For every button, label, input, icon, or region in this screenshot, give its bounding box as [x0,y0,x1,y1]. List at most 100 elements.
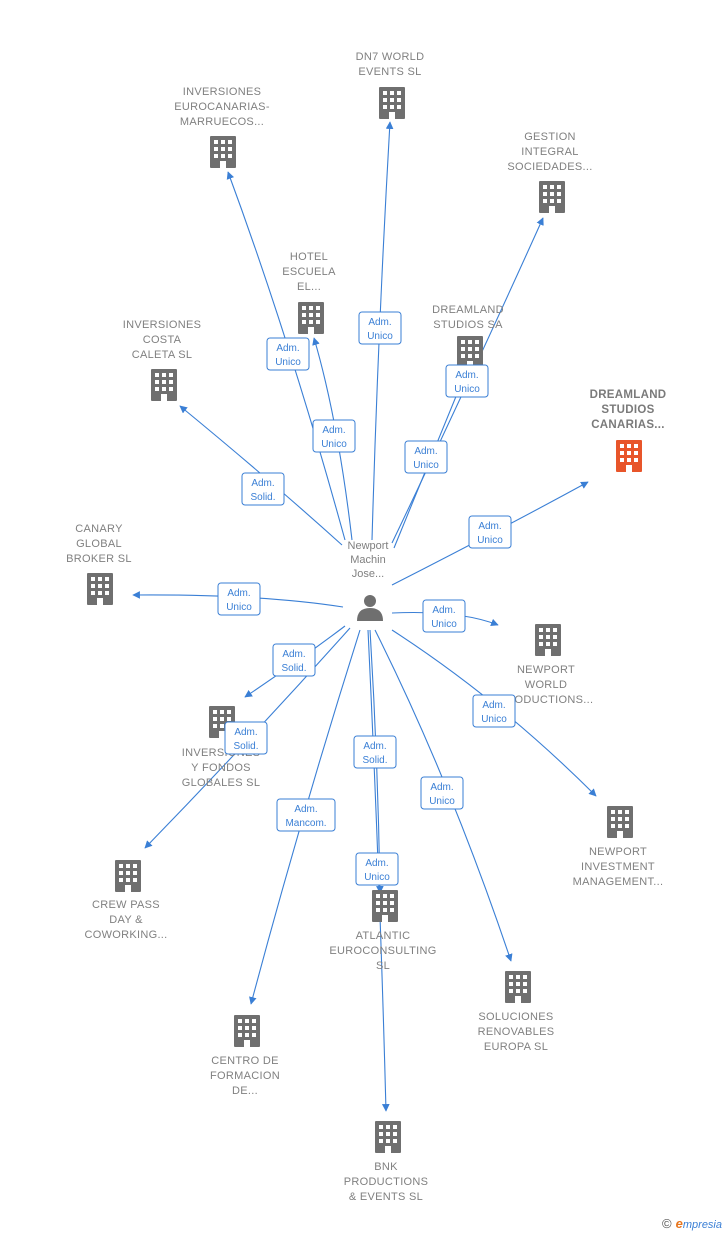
company-node-dreamcan[interactable]: DREAMLANDSTUDIOSCANARIAS... [590,389,667,472]
relation-badge-costa[interactable]: Adm.Solid. [241,472,285,506]
relation-text: Adm. [282,649,305,660]
company-label-line: NEWPORT [589,846,647,858]
relation-text: Unico [481,714,507,725]
relation-badge-nim[interactable]: Adm. Unico [472,694,516,728]
company-label-line: CREW PASS [92,899,160,911]
relation-badge-invmarr[interactable]: Adm. Unico [266,337,310,371]
company-label-line: WORLD [525,679,567,691]
company-label-line: DE... [232,1085,258,1097]
relation-text: Unico [321,439,347,450]
relation-badge-hotel[interactable]: Adm.Unico [312,419,356,453]
relation-box [276,798,336,832]
company-label-line: CENTRO DE [211,1055,278,1067]
relation-box [445,364,489,398]
company-label-line: FORMACION [210,1070,280,1082]
building-icon [539,181,565,213]
company-label-line: DREAMLAND [432,304,504,316]
company-label-line: GESTION [524,131,576,143]
relation-text: Adm. [234,727,257,738]
relation-badge-bnk[interactable]: Adm. Unico [355,852,399,886]
relation-box [353,735,397,769]
relation-box [472,694,516,728]
company-label-line: INVESTMENT [581,861,655,873]
relation-badge-atlantic[interactable]: Adm.Solid. [353,735,397,769]
company-label-line: CANARY [75,523,123,535]
relation-text: Unico [364,872,390,883]
relation-badge-fondos[interactable]: Adm.Solid. [272,643,316,677]
company-label-line: & EVENTS SL [349,1191,423,1203]
company-label-line: STUDIOS [601,404,654,416]
company-label-line: INVERSIONES [183,86,262,98]
relation-text: Adm. [227,588,250,599]
relation-badge-soluciones[interactable]: Adm. Unico [420,776,464,810]
building-icon [372,890,398,922]
company-node-nim[interactable]: NEWPORTINVESTMENTMANAGEMENT... [573,806,664,888]
relation-badge-canary[interactable]: Adm. Unico [217,582,261,616]
company-label-line: BROKER SL [66,553,132,565]
person-icon-body [357,608,383,621]
relation-badge-dreamcan[interactable]: Adm.Unico [468,515,512,549]
person-label-line: Newport [348,540,389,552]
relation-badge-dn7[interactable]: Adm.Unico [358,311,402,345]
company-node-nwp[interactable]: NEWPORTWORLDPRODUCTIONS... [499,624,594,706]
relation-badge-gestion[interactable]: Adm.Unico [404,440,448,474]
relation-text: Adm. [365,858,388,869]
building-icon [379,87,405,119]
person-label-line: Machin [350,554,385,566]
company-node-centro[interactable]: CENTRO DE FORMACION DE... [210,1015,280,1097]
company-node-gestion[interactable]: GESTIONINTEGRALSOCIEDADES... [507,131,592,213]
company-node-invmarr[interactable]: INVERSIONESEUROCANARIAS-MARRUECOS... [174,86,270,168]
relation-text: Adm. [482,700,505,711]
building-icon [298,302,324,334]
relation-text: Unico [429,796,455,807]
relation-box [312,419,356,453]
relation-box [224,721,268,755]
relation-badge-nwp[interactable]: Adm. Unico [422,599,466,633]
relation-text: Unico [367,331,393,342]
building-icon [505,971,531,1003]
relation-text: Solid. [250,492,275,503]
company-label-line: HOTEL [290,251,328,263]
relation-text: Unico [275,357,301,368]
relation-box [404,440,448,474]
person-label-line: Jose... [352,568,384,580]
building-icon [87,573,113,605]
company-label-line: EUROPA SL [484,1041,548,1053]
relation-badge-centro[interactable]: Adm.Mancom. [276,798,336,832]
company-label-line: ESCUELA [282,266,336,278]
relation-box [420,776,464,810]
company-node-hotel[interactable]: HOTELESCUELAEL... [282,251,336,334]
footer-brand[interactable]: ©empresia [662,1216,722,1231]
company-label-line: ATLANTIC [356,930,411,942]
relation-badge-dreamland[interactable]: Adm.Unico [445,364,489,398]
company-label-line: Y FONDOS [191,762,251,774]
relation-text: Unico [413,460,439,471]
relation-badge-crew[interactable]: Adm. Solid. [224,721,268,755]
company-label-line: CANARIAS... [591,419,665,431]
relation-text: Adm. [276,343,299,354]
company-label-line: EUROCANARIAS- [174,101,270,113]
relation-text: Adm. [432,605,455,616]
company-label-line: PRODUCTIONS [344,1176,429,1188]
building-icon [457,336,483,368]
company-label-line: INTEGRAL [521,146,578,158]
company-label-line: PRODUCTIONS... [499,694,594,706]
relation-text: Solid. [233,741,258,752]
relation-text: Unico [226,602,252,613]
building-icon [535,624,561,656]
relation-text: Unico [431,619,457,630]
relation-text: Unico [454,384,480,395]
person-node[interactable]: NewportMachinJose... [348,540,389,621]
relation-box [468,515,512,549]
company-label-line: EVENTS SL [358,66,421,78]
relation-text: Adm. [430,782,453,793]
